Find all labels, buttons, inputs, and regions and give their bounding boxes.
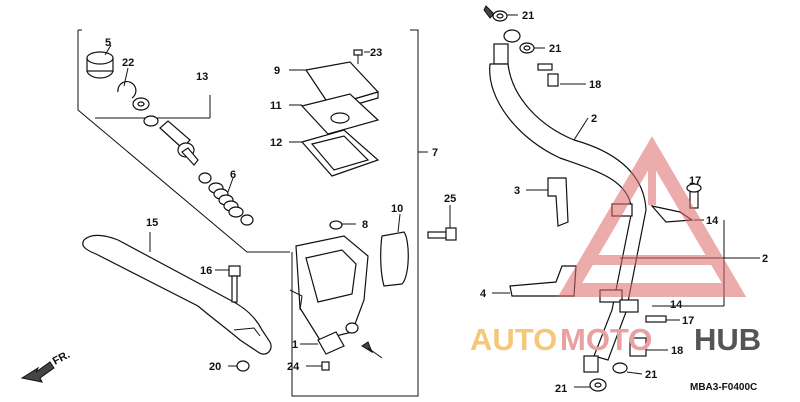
- callout-14-upper: 14: [706, 215, 719, 227]
- callout-13: 13: [196, 71, 208, 83]
- callout-23: 23: [370, 47, 382, 59]
- callout-21-top: 21: [522, 10, 534, 22]
- banjo-bolt-top: [537, 63, 586, 87]
- cylinder-group: [289, 29, 457, 397]
- callout-8: 8: [362, 219, 368, 231]
- callout-18-upper: 18: [589, 79, 601, 91]
- callout-25: 25: [444, 193, 456, 205]
- callout-17-lower: 17: [682, 315, 694, 327]
- brake-lever: [82, 232, 272, 355]
- callout-24: 24: [287, 361, 300, 373]
- callout-17-upper: 17: [689, 175, 701, 187]
- callout-9: 9: [274, 65, 280, 77]
- callout-12: 12: [270, 137, 282, 149]
- watermark-auto: AUTO: [470, 322, 557, 357]
- callout-21-bottom: 21: [555, 383, 567, 395]
- watermark: AUTO MOTO HUB: [470, 136, 761, 357]
- bolt-25: [427, 205, 457, 241]
- brake-hose-group: [483, 5, 760, 392]
- callout-21-upper: 21: [549, 43, 561, 55]
- callout-5: 5: [105, 37, 111, 49]
- callout-15: 15: [146, 217, 158, 229]
- watermark-moto: MOTO: [560, 322, 652, 357]
- callout-20: 20: [209, 361, 221, 373]
- callout-4: 4: [480, 288, 487, 300]
- callout-numbers: 5 22 13 6 15 16 20 9 23 11 12 7 8 10 25 …: [105, 10, 768, 395]
- callout-16: 16: [200, 265, 212, 277]
- direction-label: FR.: [51, 349, 72, 368]
- watermark-hub: HUB: [694, 322, 761, 357]
- callout-2-lower: 2: [762, 253, 768, 265]
- callout-10: 10: [391, 203, 403, 215]
- callout-11: 11: [270, 100, 282, 112]
- watermark-triangle-icon: [557, 136, 747, 297]
- callout-1: 1: [292, 339, 298, 351]
- pivot-nut: [228, 360, 250, 372]
- piston-kit-group: [77, 29, 290, 253]
- callout-6: 6: [230, 169, 236, 181]
- callout-7: 7: [432, 147, 438, 159]
- callout-21-lower: 21: [645, 369, 657, 381]
- callout-18-lower: 18: [671, 345, 683, 357]
- spring: [208, 182, 244, 218]
- callout-22: 22: [122, 57, 134, 69]
- callout-3: 3: [514, 185, 520, 197]
- front-arrow-icon: [20, 361, 55, 383]
- callout-2-upper: 2: [591, 113, 597, 125]
- callout-14-lower: 14: [670, 299, 683, 311]
- diagram-code: MBA3-F0400C: [690, 382, 757, 393]
- pivot-bolt: [215, 265, 241, 303]
